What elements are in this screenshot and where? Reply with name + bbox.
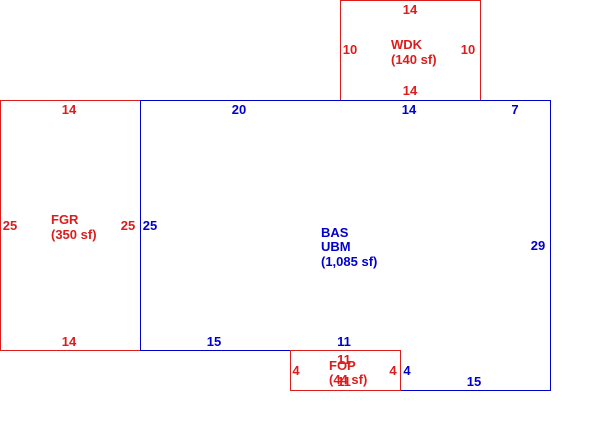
fop-dim-right: 4 [389,363,397,378]
wdk-dim-right: 10 [461,42,475,57]
bas-dim-bottom-c: 15 [467,374,481,389]
fop-outline [290,350,401,391]
bas-dim-bottom-b: 11 [337,334,351,349]
fop-code: FOP [329,358,356,373]
fgr-dim-right: 25 [121,218,135,233]
bas-code: BAS [321,225,349,240]
bas-dim-right: 29 [531,238,545,253]
fop-dim-top: 11 [337,352,351,367]
bas-dim-notch-right: 4 [403,363,411,378]
fop-area-size: (44 sf) [329,372,367,387]
wdk-dim-bottom: 14 [403,83,418,98]
fop-dim-left: 4 [292,363,300,378]
fop-dim-bottom: 11 [337,374,351,389]
wdk-dim-top: 14 [403,2,418,17]
wdk-area: 14 10 10 14 WDK (140 sf) [340,0,481,101]
bas-dim-top-b: 14 [402,102,417,117]
bas-dim-left: 25 [143,218,157,233]
bas-area: 20 14 7 25 29 15 11 4 15 BAS UBM (1,085 … [140,100,551,391]
bas-dim-top-c: 7 [511,102,518,117]
wdk-dim-left: 10 [343,42,357,57]
fgr-area-size: (350 sf) [51,227,97,242]
bas-dim-top-a: 20 [232,102,246,117]
fgr-dim-left: 25 [3,218,17,233]
wdk-code: WDK [391,37,423,52]
bas-area-size: (1,085 sf) [321,254,377,269]
fgr-area: 14 25 25 14 FGR (350 sf) [0,100,141,351]
bas-dim-bottom-a: 15 [207,334,221,349]
fop-area: 11 4 4 11 FOP (44 sf) [290,350,401,391]
bas-code-secondary: UBM [321,239,351,254]
wdk-area-size: (140 sf) [391,52,437,67]
fgr-code: FGR [51,212,79,227]
fgr-dim-bottom: 14 [62,334,77,349]
fgr-dim-top: 14 [62,102,77,117]
